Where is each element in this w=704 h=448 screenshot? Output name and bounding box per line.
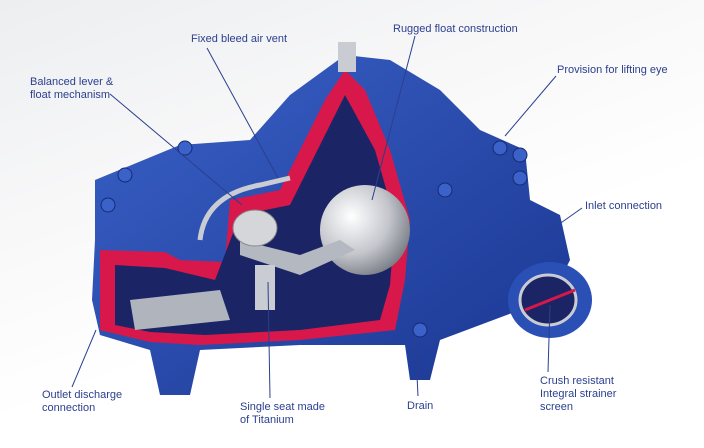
label-single-seat: Single seat made of Titanium	[240, 401, 325, 427]
label-inlet: Inlet connection	[585, 200, 663, 212]
lever-pivot	[232, 209, 278, 247]
label-line: screen	[540, 401, 574, 413]
label-line: Balanced lever &	[30, 76, 114, 88]
leader-outlet	[71, 329, 97, 388]
label-outlet: Outlet discharge connection	[42, 389, 122, 415]
leader-lifting-eye	[504, 75, 557, 137]
label-rugged-float: Rugged float construction	[393, 23, 518, 35]
top-plug	[338, 42, 356, 72]
label-fixed-bleed-air-vent: Fixed bleed air vent	[191, 33, 287, 45]
label-strainer: Crush resistant Integral strainer screen	[540, 375, 616, 414]
label-lifting-eye: Provision for lifting eye	[557, 64, 668, 76]
leader-drain	[414, 334, 419, 397]
valve-seat	[130, 290, 230, 330]
label-line: float mechanism	[30, 89, 111, 101]
leader-air-vent	[206, 47, 279, 179]
leader-inlet	[547, 207, 583, 233]
leader-strainer	[547, 304, 551, 373]
lever-arm	[240, 240, 355, 275]
label-line: Crush resistant	[540, 375, 614, 387]
leader-float	[371, 35, 416, 201]
leader-lever	[109, 93, 243, 206]
leader-seat	[267, 281, 271, 399]
label-line: Single seat made	[240, 401, 325, 413]
label-line: connection	[42, 402, 96, 414]
air-vent-tube	[197, 175, 291, 241]
label-line: Outlet discharge	[42, 389, 123, 401]
seat-stem	[255, 265, 275, 310]
label-balanced-lever: Balanced lever & float mechanism	[30, 76, 113, 102]
float-ball	[320, 185, 410, 275]
label-line: of Titanium	[240, 414, 294, 426]
label-line: Integral strainer	[540, 388, 617, 400]
label-drain: Drain	[407, 400, 434, 412]
